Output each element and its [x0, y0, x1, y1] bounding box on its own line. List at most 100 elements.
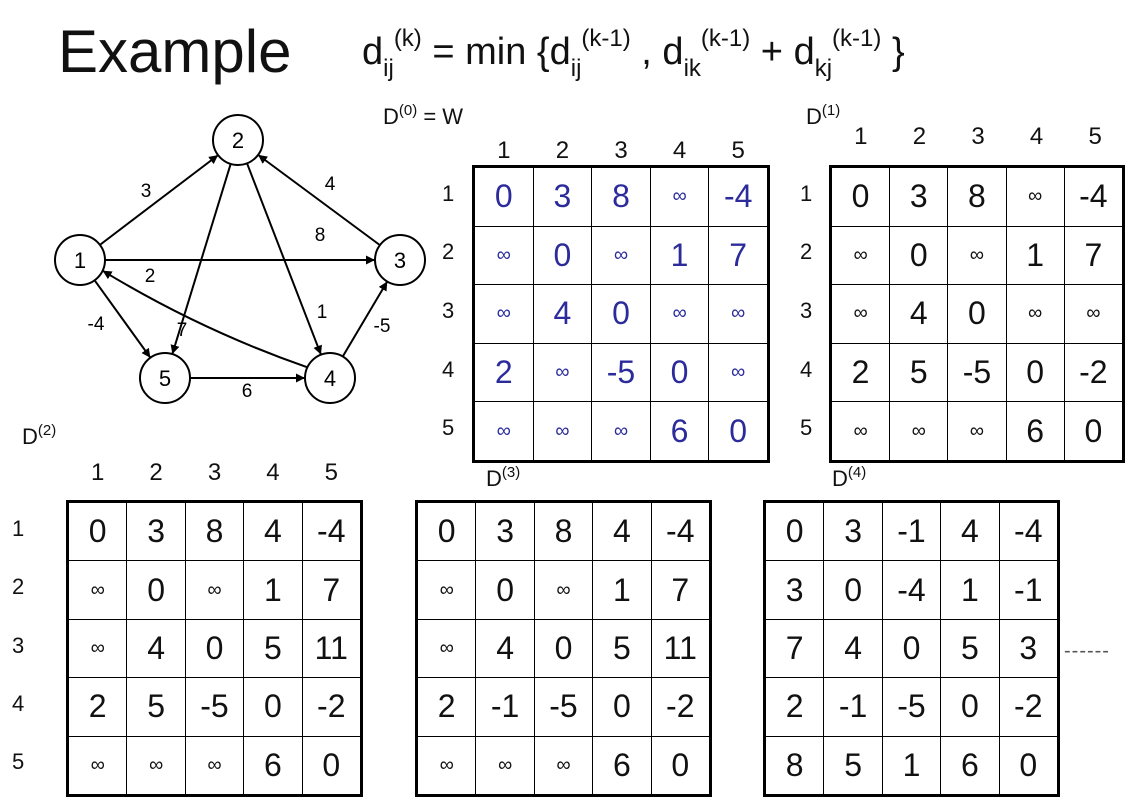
- matrix-col-header: 4: [672, 137, 687, 164]
- matrix-cell: 4: [889, 284, 949, 344]
- matrix-cell: ∞: [829, 401, 891, 462]
- graph-edge-4-3: [341, 280, 389, 358]
- matrix-cell: 0: [184, 618, 245, 679]
- matrix-cell: 3: [889, 166, 949, 227]
- formula-t2-sub: ik: [683, 55, 701, 82]
- formula-t2-sup: (k-1): [700, 25, 751, 52]
- formula-t3: d: [793, 31, 815, 73]
- formula-lhs: d: [362, 31, 384, 73]
- matrix-cell: ∞: [829, 284, 891, 344]
- matrix-cell: ∞: [66, 560, 128, 620]
- matrix-cell: 7: [708, 225, 769, 286]
- matrix-d2-label-sup: (2): [37, 422, 57, 439]
- matrix-cell: 3: [998, 618, 1059, 679]
- matrix-cell: 3: [532, 166, 593, 227]
- matrix-d1-label: D(1): [806, 102, 840, 133]
- matrix-cell: ∞: [1063, 284, 1125, 344]
- formula-t1: d: [549, 31, 571, 73]
- matrix-cell: 0: [823, 560, 883, 620]
- matrix-row-header: 3: [800, 298, 813, 323]
- matrix-cell: ∞: [415, 618, 477, 679]
- matrix-cell: 11: [301, 618, 362, 679]
- matrix-cell: 8: [184, 500, 245, 562]
- matrix-cell: 4: [532, 284, 593, 344]
- matrix-cell: ∞: [889, 401, 949, 462]
- matrix-cell: 3: [475, 500, 535, 562]
- matrix-cell: -1: [998, 560, 1059, 620]
- matrix-cell: -5: [533, 677, 594, 737]
- matrix-cell: ∞: [1005, 284, 1065, 344]
- graph-node-label: 2: [232, 128, 244, 153]
- matrix-cell: -4: [301, 500, 362, 562]
- matrix-row-header: 5: [442, 415, 455, 441]
- matrix-cell: 0: [592, 677, 652, 737]
- matrix-cell: -2: [998, 677, 1059, 737]
- formula-t1-sub: ij: [570, 55, 582, 82]
- matrix-cell: 1: [881, 735, 942, 796]
- matrix-cell: 2: [763, 677, 825, 737]
- matrix-cell: 0: [650, 735, 711, 796]
- matrix-row-header: 5: [800, 415, 813, 441]
- matrix-cell: 1: [649, 225, 710, 286]
- matrix-cell: -5: [184, 677, 245, 737]
- matrix-cell: ∞: [473, 284, 534, 344]
- matrix-cell: ∞: [66, 735, 128, 796]
- matrix-col-header: 2: [149, 459, 163, 486]
- matrix-row-header: 4: [800, 356, 813, 382]
- matrix-cell: ∞: [475, 735, 535, 796]
- matrix-cell: -5: [947, 342, 1007, 403]
- matrix-col-header: 3: [971, 123, 985, 150]
- matrix-cell: 0: [415, 500, 477, 562]
- matrix-cell: 0: [1063, 401, 1125, 462]
- matrix-cell: -1: [475, 677, 535, 737]
- matrix-d0-label: D(0) = W: [383, 102, 464, 133]
- matrix-cell: 8: [763, 735, 825, 796]
- matrix-cell: 5: [889, 342, 949, 403]
- matrix-cell: 6: [592, 735, 652, 796]
- matrix-cell: 11: [650, 618, 711, 679]
- matrix-d0-label-base: D: [383, 104, 399, 129]
- matrix-cell: ∞: [649, 284, 710, 344]
- edge-weight-label: 3: [141, 181, 152, 202]
- matrix-cell: 5: [592, 618, 652, 679]
- matrix-d0-label-suffix: = W: [417, 104, 464, 129]
- matrix-cell: 0: [533, 618, 594, 679]
- matrix-cell: 0: [66, 500, 128, 562]
- matrix-cell: ∞: [829, 225, 891, 286]
- matrix-d3-label-base: D: [486, 466, 502, 491]
- graph-node-1: [54, 234, 106, 286]
- matrix-d0-label-sup: (0): [398, 102, 418, 119]
- matrix-cell: 0: [889, 225, 949, 286]
- matrix-col-header: 1: [854, 123, 868, 150]
- matrix-row-header: 1: [800, 180, 813, 206]
- matrix-cell: 1: [1005, 225, 1065, 286]
- matrix-cell: 8: [533, 500, 594, 562]
- matrix-row-header: 4: [442, 356, 455, 382]
- matrix-d4-label: D(4): [832, 464, 867, 495]
- graph-node-label: 5: [159, 366, 171, 391]
- graph-edge-2-5: [170, 163, 232, 355]
- matrix-cell: 0: [947, 284, 1007, 344]
- matrix-cell: ∞: [415, 735, 477, 796]
- matrix-cell: ∞: [184, 735, 245, 796]
- matrix-col-header: 5: [324, 459, 338, 486]
- matrix-cell: 2: [415, 677, 477, 737]
- matrix-d4-label-sup: (4): [847, 464, 867, 481]
- matrix-cell: 0: [763, 500, 825, 562]
- matrix-cell: 0: [473, 166, 534, 227]
